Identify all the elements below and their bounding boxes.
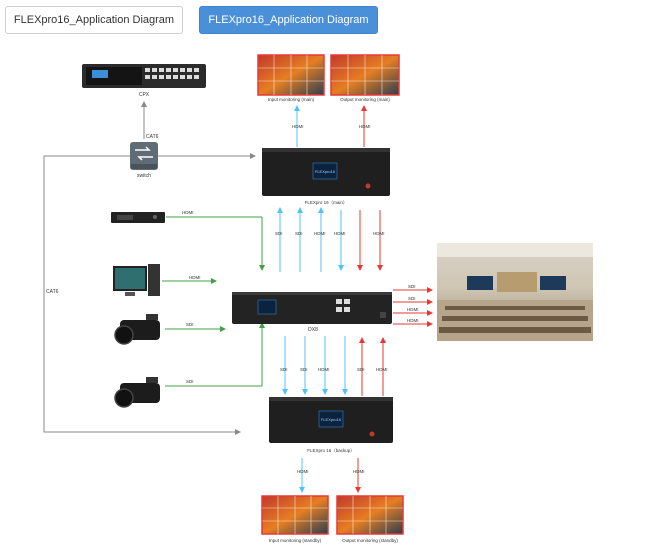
bottom-link-label-4: SDI [357, 367, 365, 372]
monitor-input-main-label: Input monitoring (main) [268, 97, 315, 102]
main-dx8-links [277, 207, 383, 272]
dx8-device [232, 292, 392, 324]
hdmi-mon-out-label: HDMI [359, 124, 371, 129]
cat6-top-label: CAT6 [146, 134, 159, 140]
dx8-label: DX8 [308, 327, 318, 333]
switch-device [130, 142, 158, 170]
conference-hall-photo [437, 243, 593, 341]
bottom-link-label-3: HDMI [318, 367, 330, 372]
monitor-output-standby-label: Output monitoring (standby) [342, 538, 398, 543]
monitor-input-standby-label: Input monitoring (standby) [269, 538, 322, 543]
monitor-output-standby [336, 495, 404, 535]
tab-application-diagram-2[interactable]: FLEXpro16_Application Diagram [199, 6, 378, 34]
flexpro-backup-device: FLEXpro16 [269, 397, 393, 443]
tab-application-diagram-1[interactable]: FLEXpro16_Application Diagram [5, 6, 183, 34]
cpx-label: CPX [139, 92, 150, 98]
top-link-label-1: SDI [275, 231, 283, 236]
flexpro-main-label: FLEXpro 16（main） [305, 200, 348, 205]
cat6-left-label: CAT6 [46, 289, 59, 295]
cpx-device [82, 64, 206, 88]
dx8-backup-links [282, 336, 386, 396]
out-link-label-2: SDI [408, 296, 416, 301]
cam1-sdi-label: SDI [186, 322, 194, 327]
flexpro-main-device: FLEXpro16 [262, 148, 390, 196]
main-brand-logo: FLEXpro16 [315, 169, 336, 174]
pc-workstation [113, 264, 160, 296]
media-player-device [111, 212, 165, 223]
top-link-label-5: HDMI [373, 231, 385, 236]
out-link-label-3: HDMI [407, 307, 419, 312]
top-link-label-3: HDMI [314, 231, 326, 236]
cam2-sdi-label: SDI [186, 379, 194, 384]
monitor-output-main [330, 54, 400, 96]
pc-hdmi-label: HDMI [189, 275, 201, 280]
dx8-output-links [393, 287, 433, 327]
out-link-label-4: HDMI [407, 318, 419, 323]
hdmi-mon-in-label: HDMI [292, 124, 304, 129]
monitor-input-main [257, 54, 325, 96]
hdmi-standby-out-label: HDMI [353, 469, 365, 474]
camera-1 [114, 314, 160, 345]
bottom-link-label-2: SDI [300, 367, 308, 372]
bottom-link-label-5: HDMI [376, 367, 388, 372]
switch-to-backup-link [43, 155, 241, 435]
flexpro-backup-label: FLEXpro 16（backup） [307, 448, 355, 453]
monitor-input-standby [261, 495, 329, 535]
hdmi-standby-in-label: HDMI [297, 469, 309, 474]
backup-brand-logo: FLEXpro16 [321, 417, 342, 422]
player-hdmi-label: HDMI [182, 210, 194, 215]
top-link-label-2: SDI [295, 231, 303, 236]
out-link-label-1: SDI [408, 284, 416, 289]
top-link-label-4: HDMI [334, 231, 346, 236]
monitor-output-main-label: Output monitoring (main) [340, 97, 390, 102]
bottom-link-label-1: SDI [280, 367, 288, 372]
switch-label: switch [137, 173, 151, 179]
camera-2 [114, 377, 160, 408]
